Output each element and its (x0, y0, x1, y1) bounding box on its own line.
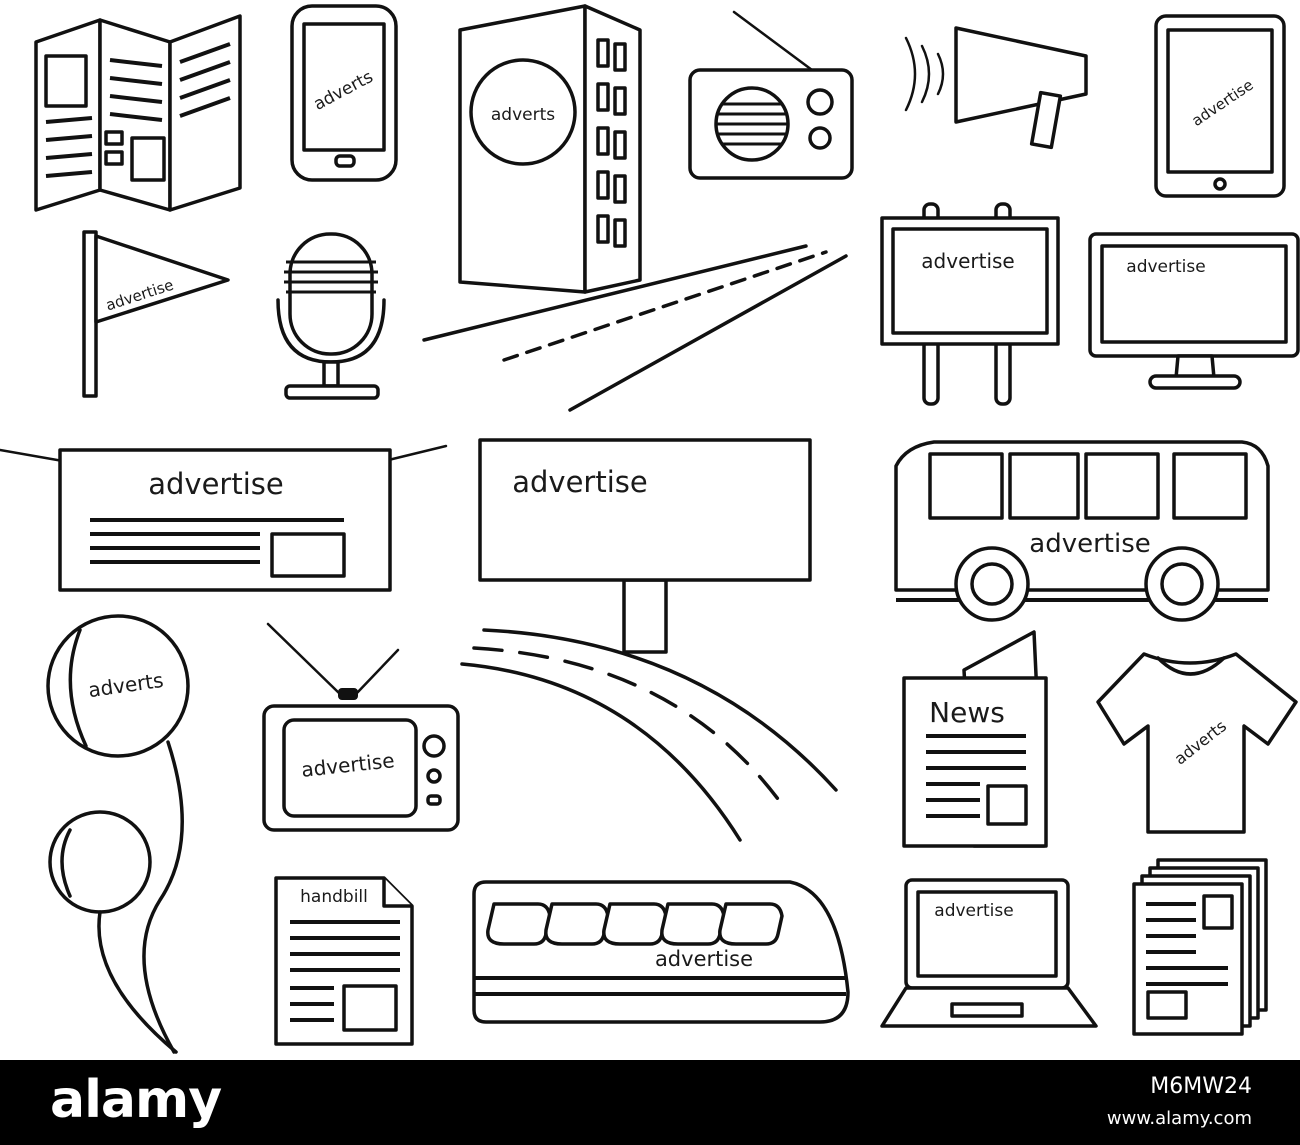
image-id: M6MW24 (1150, 1074, 1252, 1099)
watermark-footer: alamy M6MW24 www.alamy.com (0, 1060, 1300, 1145)
monitor-icon: advertise (1088, 232, 1300, 390)
radio-icon (688, 10, 854, 180)
train-icon: advertise (472, 880, 850, 1024)
smartphone-icon: adverts (290, 4, 398, 182)
handbill-label: handbill (300, 887, 368, 907)
flag-icon: advertise (82, 230, 230, 398)
laptop-icon: advertise (880, 878, 1098, 1028)
newspaper-icon: News (902, 630, 1048, 848)
roadsign-label: advertise (921, 249, 1014, 273)
advertising-icons-canvas: adverts adverts (0, 4, 1300, 1054)
newspaper-label: News (929, 696, 1005, 729)
monitor-label: advertise (1126, 257, 1205, 277)
balloons-icon: adverts (46, 614, 190, 1054)
microphone-icon (276, 232, 386, 400)
hanging-sign-icon: advertise (0, 444, 448, 592)
megaphone-icon (904, 26, 1088, 150)
tshirt-icon: adverts (1096, 652, 1298, 834)
building-icon: adverts (422, 4, 848, 412)
tablet-icon: advertise (1154, 14, 1286, 198)
brand-logo: alamy (50, 1070, 222, 1130)
site-url: www.alamy.com (1106, 1108, 1252, 1129)
billboard-icon: advertise (460, 438, 838, 842)
building-label: adverts (491, 105, 555, 125)
billboard-label: advertise (512, 465, 647, 499)
train-label: advertise (655, 947, 753, 971)
television-icon: advertise (262, 622, 460, 832)
handbill-icon: handbill (274, 876, 414, 1046)
hanging-sign-label: advertise (148, 467, 283, 501)
document-stack-icon (1132, 858, 1268, 1036)
road-sign-icon: advertise (880, 202, 1060, 406)
laptop-label: advertise (934, 901, 1013, 921)
brochure-icon (34, 14, 242, 212)
bus-label: advertise (1029, 529, 1150, 559)
bus-icon: advertise (894, 440, 1270, 622)
